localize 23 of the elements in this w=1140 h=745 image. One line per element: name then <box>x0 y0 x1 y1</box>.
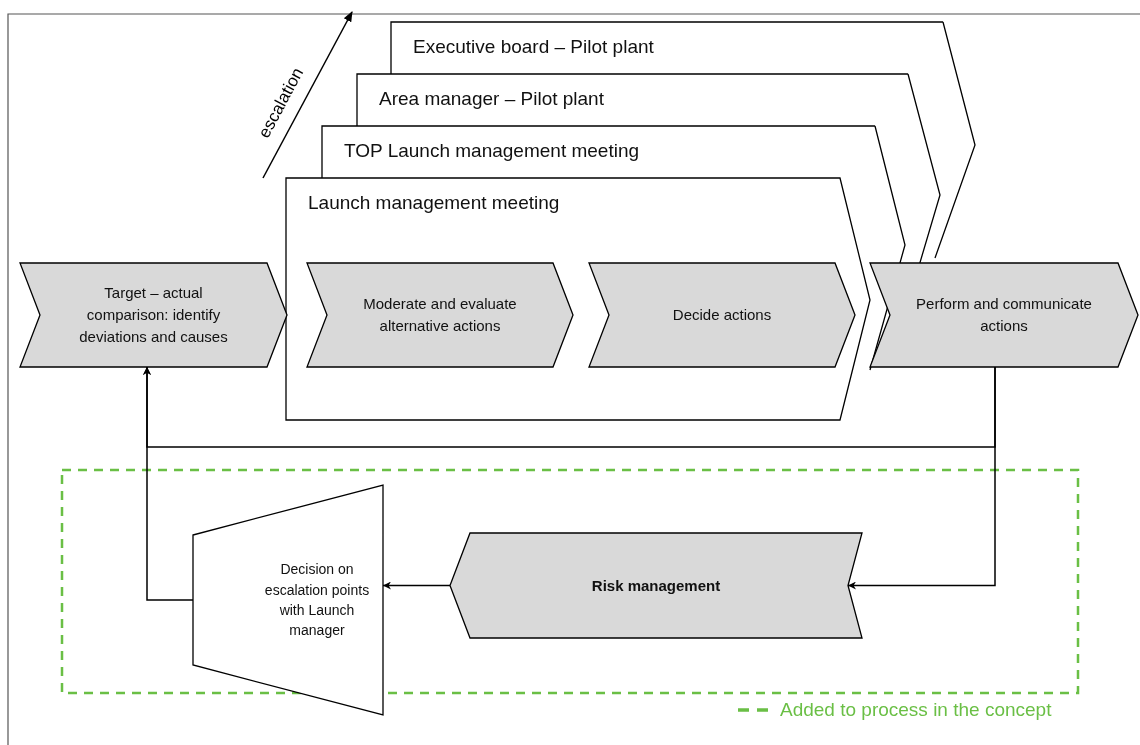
process-step <box>20 263 287 367</box>
process-step <box>870 263 1138 367</box>
process-label: Decide actions <box>672 305 772 326</box>
meeting-level-panel <box>322 126 875 178</box>
meeting-level-panel <box>391 22 943 74</box>
decision-label: Decision on escalation points with Launch manager <box>263 560 371 641</box>
panel-heading: TOP Launch management meeting <box>344 140 640 162</box>
panel-heading: Launch management meeting <box>308 192 560 214</box>
connector-arrow <box>382 581 451 590</box>
risk-process-step <box>450 533 862 638</box>
meeting-level-panel <box>357 74 908 126</box>
process-step <box>307 263 573 367</box>
decision-trapezoid <box>193 485 383 715</box>
process-label: Perform and communicate actions <box>915 294 1093 336</box>
connector-arrow <box>847 366 996 590</box>
legend-label: Added to process in the concept <box>780 699 1052 721</box>
process-label: Moderate and evaluate alternative actions <box>362 294 518 336</box>
connector-arrow <box>143 366 194 601</box>
process-label: Risk management <box>591 575 721 596</box>
panel-heading: Area manager – Pilot plant <box>379 88 604 110</box>
panel-heading: Executive board – Pilot plant <box>413 36 654 58</box>
process-step <box>589 263 855 367</box>
process-label: Target – actual comparison: identify deviations and causes <box>78 283 229 347</box>
